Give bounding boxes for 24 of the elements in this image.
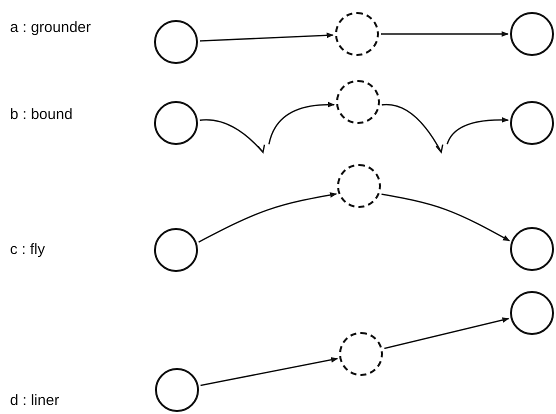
arrow bbox=[381, 194, 510, 242]
ball-circle bbox=[155, 368, 199, 412]
arrow bbox=[200, 357, 338, 386]
arrow bbox=[384, 317, 510, 350]
dashed-ball-circle bbox=[335, 12, 379, 56]
ball-circle bbox=[154, 228, 198, 272]
arrow bbox=[198, 192, 338, 243]
row-label: b : bound bbox=[10, 106, 73, 123]
ball-circle bbox=[154, 20, 198, 64]
dashed-ball-circle bbox=[336, 80, 380, 124]
ball-circle bbox=[510, 101, 554, 145]
arrow bbox=[200, 32, 334, 42]
row-label: d : liner bbox=[10, 392, 60, 409]
row-label: c : fly bbox=[10, 241, 46, 258]
arrow bbox=[381, 31, 509, 37]
ball-circle bbox=[510, 12, 554, 56]
bounce-arrow bbox=[199, 102, 335, 153]
dashed-ball-circle bbox=[337, 164, 381, 208]
dashed-ball-circle bbox=[339, 332, 383, 376]
ball-circle bbox=[510, 291, 554, 335]
ball-circle bbox=[154, 101, 198, 145]
bounce-arrow bbox=[381, 104, 509, 153]
row-label: a : grounder bbox=[10, 19, 91, 36]
ball-circle bbox=[510, 227, 554, 271]
